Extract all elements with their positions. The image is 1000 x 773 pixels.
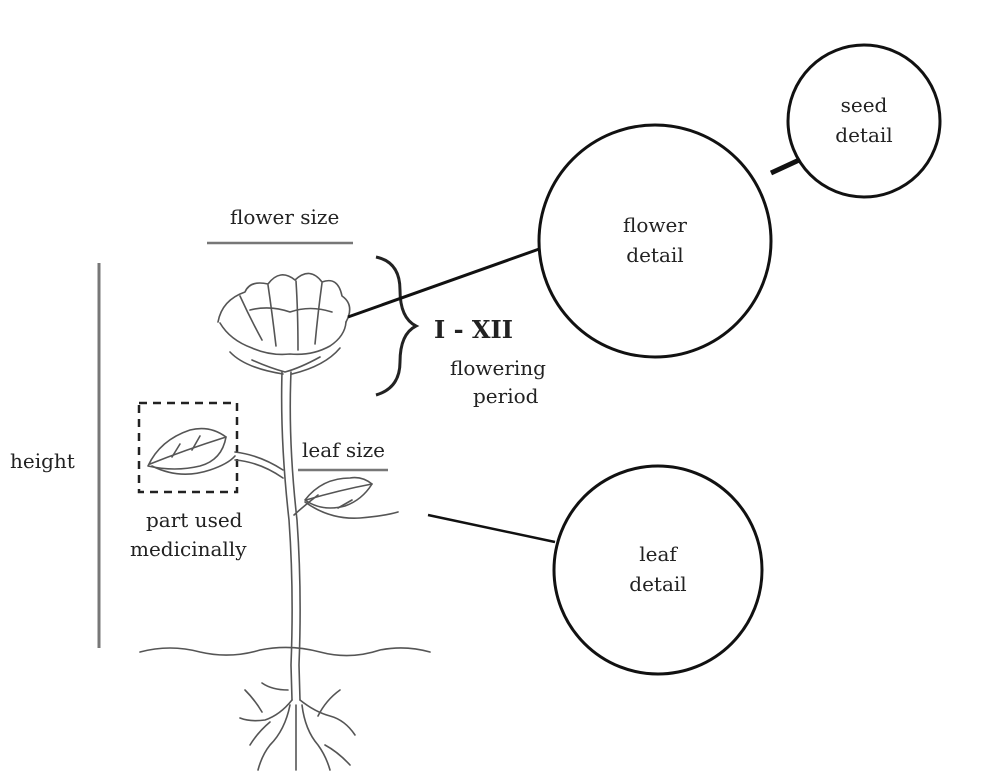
seed-detail-label-line1: seed: [841, 93, 888, 117]
medicinal-part-box: [137, 401, 239, 494]
part-used-label-line2: medicinally: [130, 537, 247, 561]
part-used-label-line1: part used: [146, 508, 243, 532]
leaf-detail-label-line1: leaf: [639, 542, 678, 566]
leaf-detail-label-line2: detail: [629, 572, 686, 596]
flowering-label-line2: period: [473, 384, 539, 408]
height-label: height: [10, 449, 75, 473]
seed-detail-label-line2: detail: [835, 123, 892, 147]
seed-detail-circle: [786, 43, 942, 199]
flower-detail-label-line1: flower: [623, 213, 687, 237]
flowering-range-label: I - XII: [434, 315, 513, 344]
plant-illustration: [139, 272, 431, 771]
leaf-size-label: leaf size: [302, 438, 385, 462]
flower-connector-line: [347, 246, 543, 319]
flowering-brace: [375, 255, 420, 397]
flower-detail-label-line2: detail: [626, 243, 683, 267]
leaf-detail-circle: [552, 464, 764, 676]
leaf-connector-line: [427, 513, 556, 544]
flower-detail-circle: [537, 123, 773, 359]
flower-size-label: flower size: [230, 205, 339, 229]
flowering-label-line1: flowering: [450, 356, 546, 380]
